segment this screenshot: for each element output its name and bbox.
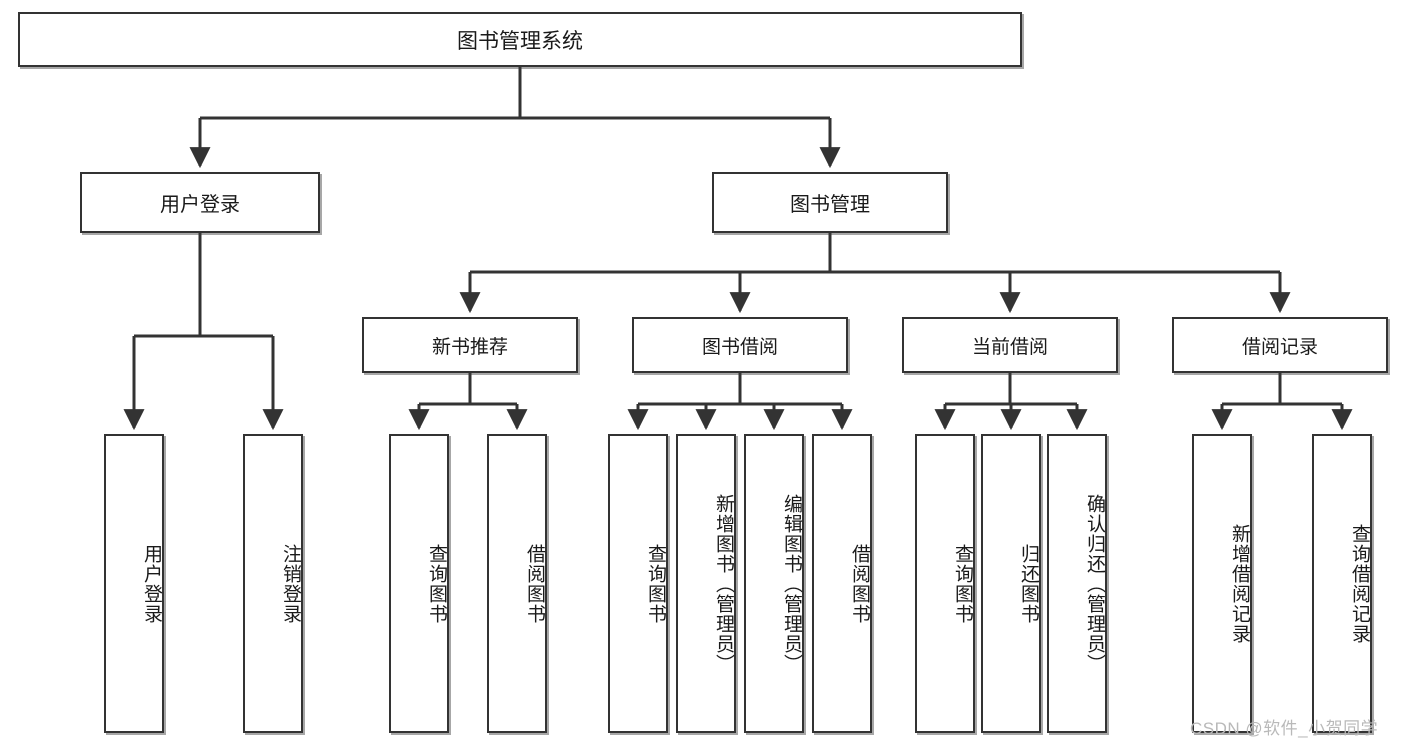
leaf-borrow-query-book-label: 查询图书 (645, 543, 666, 624)
leaf-borrow-lend-book[interactable]: 借阅图书 (812, 434, 872, 733)
csdn-watermark: CSDN @软件_小贺同学 (1190, 719, 1379, 738)
node-root[interactable]: 图书管理系统 (18, 12, 1022, 67)
node-root-label: 图书管理系统 (457, 29, 583, 53)
leaf-borrow-add-book-admin-label: 新增图书（管理员） (713, 493, 734, 674)
node-new-book-recommend[interactable]: 新书推荐 (362, 317, 578, 373)
leaf-user-login[interactable]: 用户登录 (104, 434, 164, 733)
leaf-record-add-record[interactable]: 新增借阅记录 (1192, 434, 1252, 733)
leaf-borrow-add-book-admin[interactable]: 新增图书（管理员） (676, 434, 736, 733)
leaf-record-add-record-label: 新增借阅记录 (1229, 523, 1250, 644)
leaf-borrow-edit-book-admin[interactable]: 编辑图书（管理员） (744, 434, 804, 733)
node-user-login-label: 用户登录 (160, 194, 240, 216)
leaf-current-confirm-return-admin[interactable]: 确认归还（管理员） (1047, 434, 1107, 733)
leaf-record-query-record-label: 查询借阅记录 (1349, 523, 1370, 644)
leaf-current-confirm-return-admin-label: 确认归还（管理员） (1084, 493, 1105, 674)
leaf-newbook-query-book-label: 查询图书 (426, 543, 447, 624)
leaf-user-logout[interactable]: 注销登录 (243, 434, 303, 733)
node-borrow-record[interactable]: 借阅记录 (1172, 317, 1388, 373)
leaf-newbook-query-book[interactable]: 查询图书 (389, 434, 449, 733)
leaf-borrow-edit-book-admin-label: 编辑图书（管理员） (781, 493, 802, 674)
leaf-borrow-lend-book-label: 借阅图书 (849, 543, 870, 624)
leaf-newbook-borrow-book[interactable]: 借阅图书 (487, 434, 547, 733)
node-borrow-record-label: 借阅记录 (1241, 336, 1318, 358)
leaf-borrow-query-book[interactable]: 查询图书 (608, 434, 668, 733)
node-book-management-label: 图书管理 (790, 194, 870, 216)
node-current-borrow[interactable]: 当前借阅 (902, 317, 1118, 373)
leaf-current-query-book-label: 查询图书 (952, 543, 973, 624)
leaf-current-return-book-label: 归还图书 (1018, 543, 1039, 624)
node-current-borrow-label: 当前借阅 (971, 336, 1048, 358)
leaf-user-logout-label: 注销登录 (280, 543, 301, 624)
node-user-login[interactable]: 用户登录 (80, 172, 320, 233)
leaf-user-login-label: 用户登录 (141, 543, 162, 624)
node-book-borrow[interactable]: 图书借阅 (632, 317, 848, 373)
leaf-current-return-book[interactable]: 归还图书 (981, 434, 1041, 733)
leaf-record-query-record[interactable]: 查询借阅记录 (1312, 434, 1372, 733)
node-book-management[interactable]: 图书管理 (712, 172, 948, 233)
leaf-newbook-borrow-book-label: 借阅图书 (524, 543, 545, 624)
node-new-book-recommend-label: 新书推荐 (431, 336, 508, 358)
leaf-current-query-book[interactable]: 查询图书 (915, 434, 975, 733)
node-book-borrow-label: 图书借阅 (701, 336, 778, 358)
